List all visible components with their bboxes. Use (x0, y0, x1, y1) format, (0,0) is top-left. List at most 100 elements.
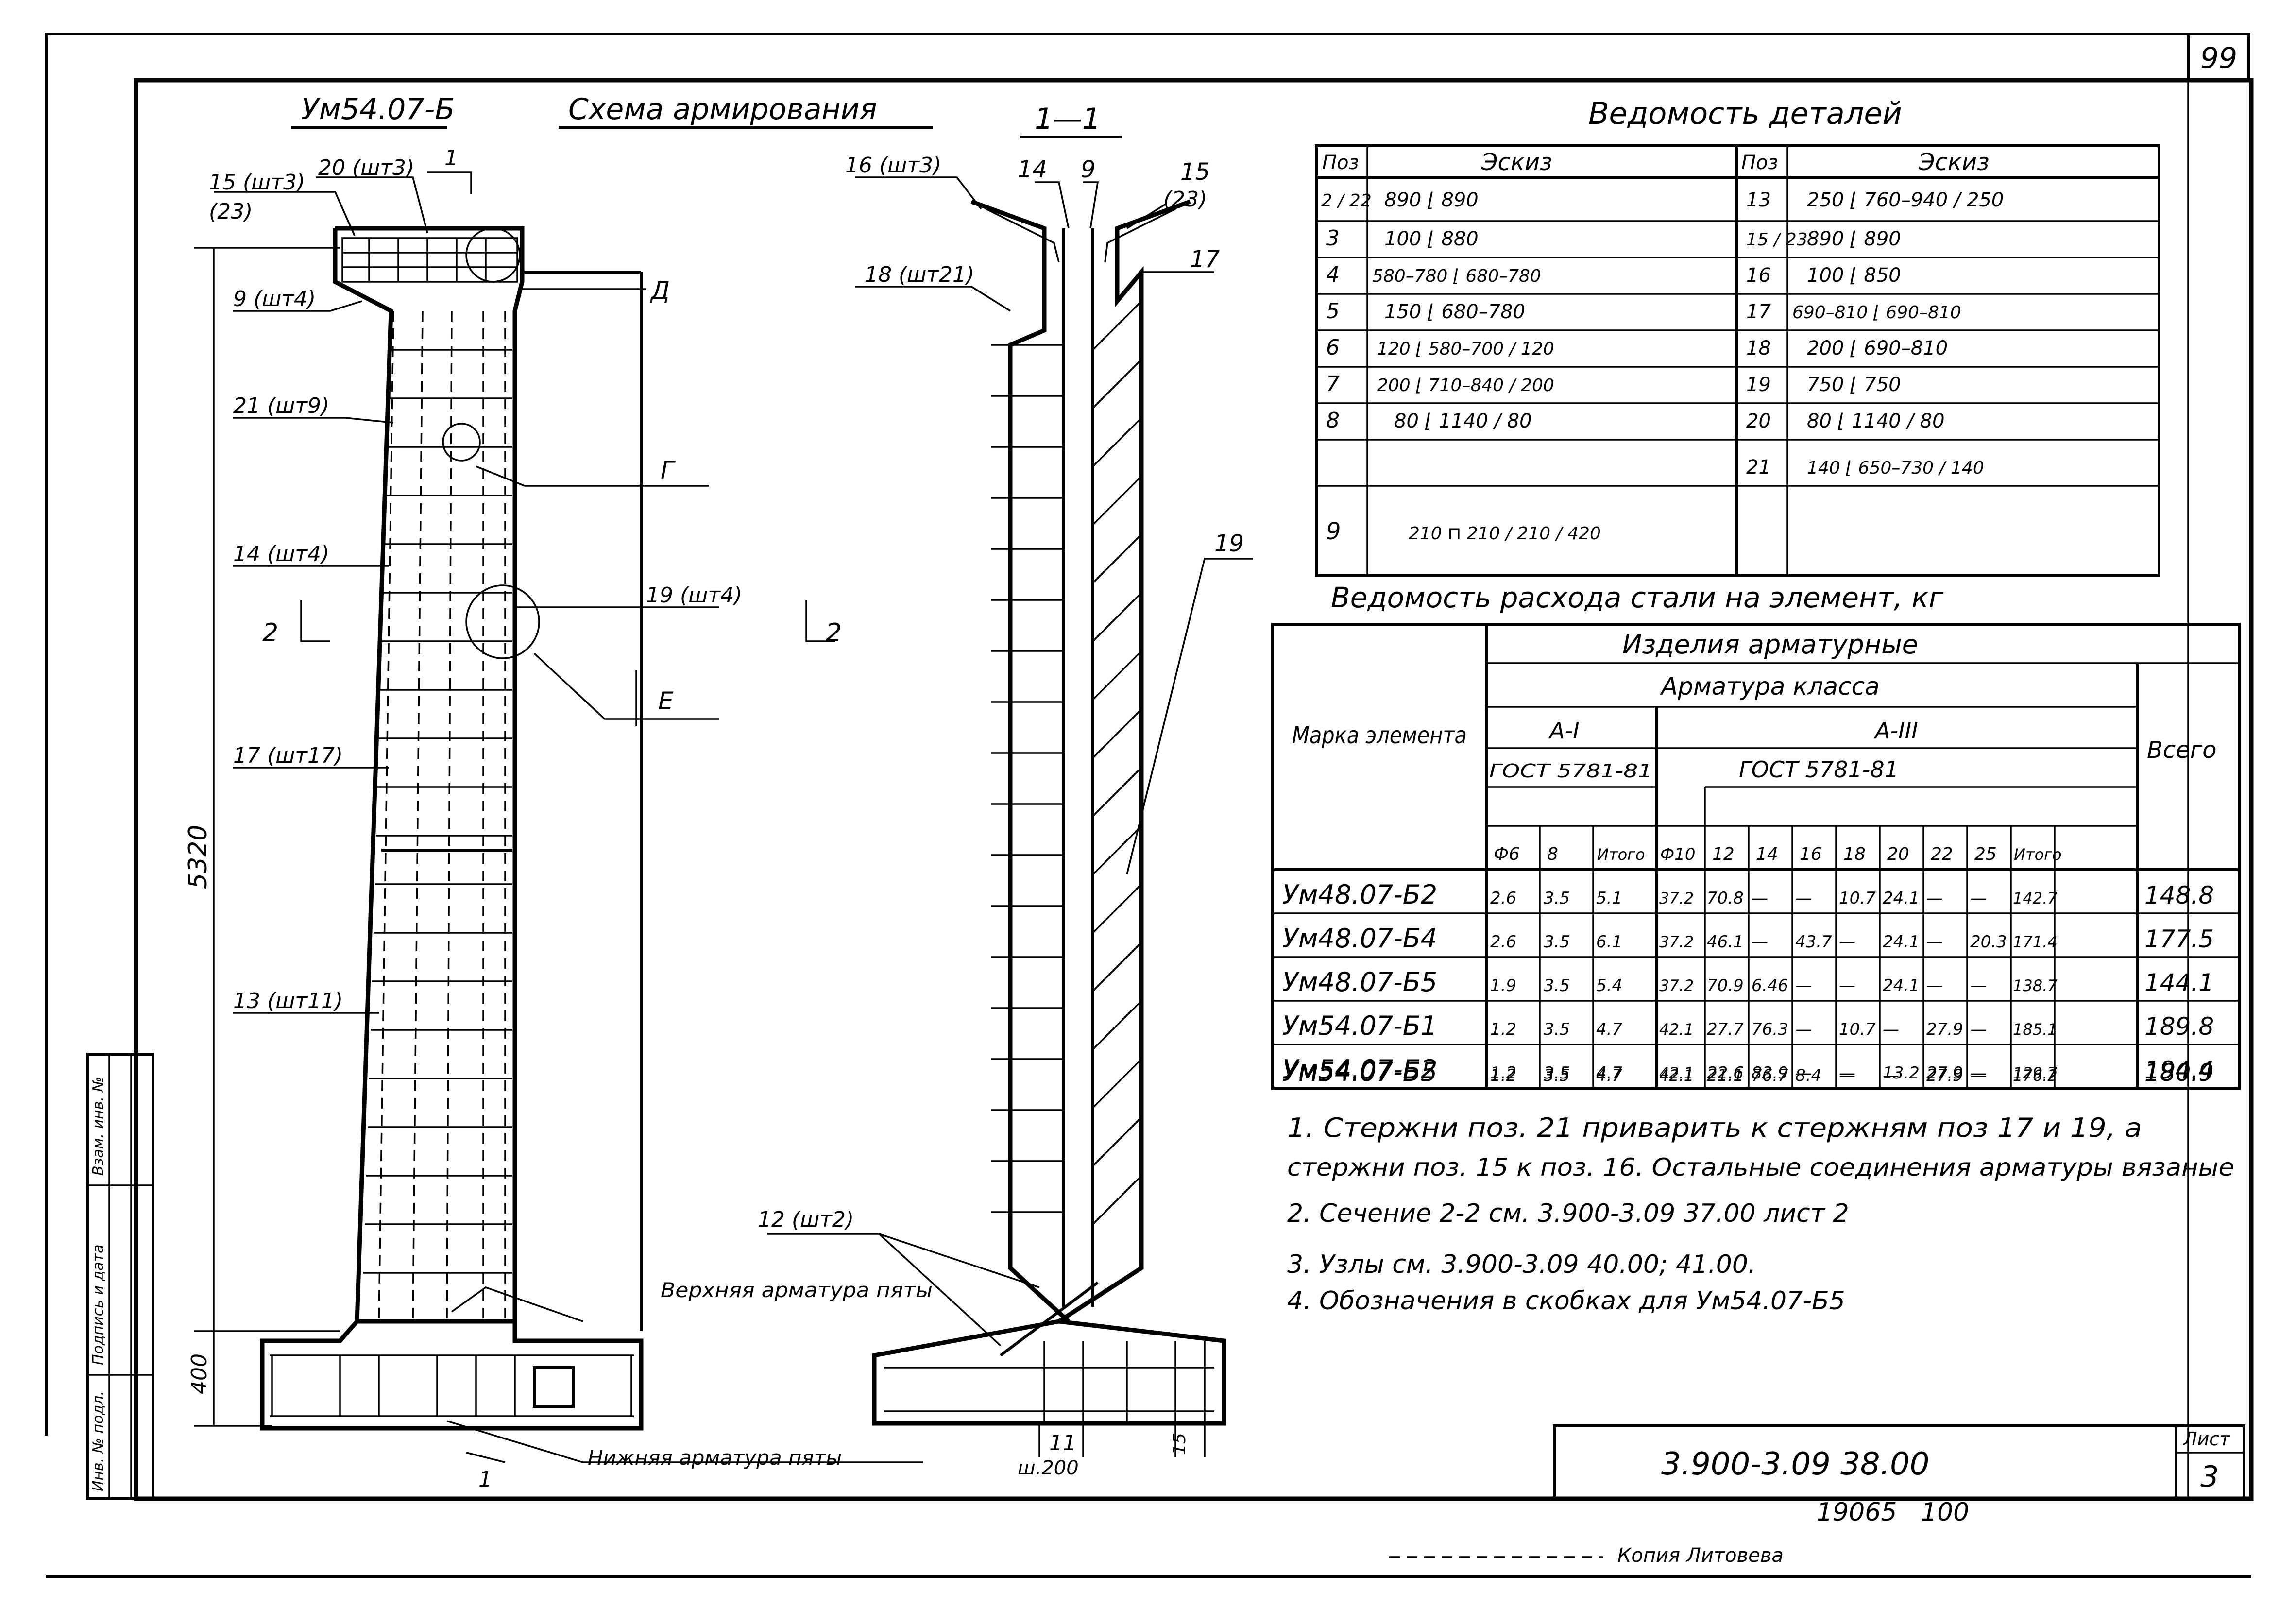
details-row: 8 80 ⌊ 1140 / 80 20 80 ⌊ 1140 / 80 (1326, 408, 1945, 433)
steel-cell: 46.1 (1707, 932, 1744, 952)
details-sketch: 250 ⌊ 760–940 / 250 (1807, 189, 2004, 211)
steel-cell: — (1926, 889, 1943, 908)
steel-row-mark: Ум48.07-Б4 (1282, 923, 1437, 954)
steel-col: 8 (1547, 844, 1558, 864)
steel-cell: 2.6 (1490, 889, 1516, 908)
details-pos: 21 (1746, 456, 1771, 479)
details-row: 6 120 ⌊ 580–700 / 120 18 200 ⌊ 690–810 (1326, 335, 1948, 360)
details-pos: 4 (1326, 262, 1340, 287)
steel-col: 20 (1887, 844, 1909, 864)
steel-cell: 138.7 (2013, 976, 2058, 995)
steel-col: Итого (2014, 845, 2062, 864)
steel-row-mark: Ум48.07-Б2 (1282, 879, 1437, 910)
details-pos: 19 (1746, 374, 1771, 396)
steel-cell: 27.7 (1707, 1020, 1744, 1039)
stamp-inv-label: Инв. № подл. (90, 1391, 107, 1491)
steel-cell: 1.2 (1490, 1066, 1516, 1085)
steel-cell: 1.2 (1490, 1020, 1516, 1039)
details-pos: 17 (1746, 301, 1771, 323)
details-table (1315, 144, 2160, 577)
cut-mark-2-right: 2 (826, 618, 842, 648)
stamp-sign-label: Подпись и дата (90, 1245, 107, 1366)
note-2: 2. Сечение 2-2 см. 3.900-3.09 37.00 лист… (1287, 1199, 1849, 1228)
steel-cell: 37.2 (1659, 976, 1694, 995)
details-pos: 9 (1326, 518, 1341, 545)
steel-cell: 27.9 (1926, 1066, 1963, 1085)
steel-cell: — (1970, 889, 1987, 908)
details-pos: 18 (1746, 337, 1771, 359)
details-row: 3 100 ⌊ 880 15 / 23 890 ⌊ 890 (1326, 226, 1901, 251)
steel-cell: 185.1 (2013, 1020, 2058, 1039)
details-sketch: 200 ⌊ 690–810 (1807, 337, 1948, 359)
details-pos: 15 / 23 (1746, 230, 1808, 250)
steel-cell: 37.2 (1659, 889, 1694, 907)
steel-cell: — (1883, 1020, 1899, 1039)
steel-header-class: Арматура класса (1660, 672, 1880, 701)
details-sketch: 80 ⌊ 1140 / 80 (1807, 410, 1945, 432)
details-pos: 13 (1746, 189, 1771, 211)
steel-cell: 24.1 (1883, 889, 1920, 908)
steel-row-total: 177.5 (2144, 925, 2214, 953)
steel-row-total: 189.8 (2144, 1012, 2214, 1041)
steel-col: 22 (1931, 844, 1953, 864)
steel-cell: 3.5 (1544, 976, 1570, 995)
steel-cell: 37.2 (1659, 933, 1694, 951)
steel-cell: — (1883, 1066, 1899, 1085)
stamp-replace-label: Взам. инв. № (90, 1077, 107, 1176)
steel-cell: 83.9 (1752, 1063, 1788, 1083)
details-pos: 8 (1326, 408, 1340, 433)
details-sketch: 690–810 ⌊ 690–810 (1792, 303, 1961, 323)
label-pos13: 13 (шт11) (233, 989, 343, 1013)
label-pos23: (23) (209, 199, 253, 224)
details-title: Ведомость деталей (1588, 96, 1902, 131)
steel-cell: 42.1 (1659, 1064, 1694, 1082)
steel-cell: 3.5 (1544, 889, 1570, 908)
steel-cell: 76.7 (1752, 1066, 1788, 1085)
steel-cell: 8.4 (1795, 1066, 1821, 1085)
steel-cell: — (1839, 1066, 1855, 1085)
steel-title: Ведомость расхода стали на элемент, кг (1331, 581, 1944, 614)
sheet-number: 99 (2200, 41, 2237, 75)
steel-cell: 3.5 (1544, 1066, 1570, 1085)
steel-cell: — (1795, 1063, 1812, 1083)
details-sketch: 120 ⌊ 580–700 / 120 (1377, 339, 1554, 359)
sec-label-pos16: 16 (шт3) (845, 153, 941, 178)
details-pos: 16 (1746, 264, 1771, 287)
details-sketch: 210 ⊓ 210 / 210 / 420 (1409, 524, 1601, 544)
steel-row-mark: Ум54.07-Б2 (1282, 1054, 1437, 1085)
details-row: 4 580–780 ⌊ 680–780 16 100 ⌊ 850 (1326, 262, 1901, 287)
steel-col: Итого (1597, 845, 1645, 864)
order-number: 19065 100 (1817, 1498, 1969, 1527)
scheme-title: Схема армирования (568, 92, 877, 126)
details-row: 7 200 ⌊ 710–840 / 200 19 750 ⌊ 750 (1326, 372, 1901, 396)
note-1-cont: стержни поз. 15 к поз. 16. Остальные сое… (1287, 1153, 2234, 1181)
details-sketch: 150 ⌊ 680–780 (1384, 301, 1525, 323)
sec-label-pos19: 19 (1214, 530, 1244, 557)
steel-cell: 21.1 (1707, 1066, 1744, 1085)
copy-note: Копия Литовева (1617, 1544, 1784, 1567)
steel-cell: — (1795, 976, 1812, 995)
cut-mark-2-left: 2 (262, 618, 278, 648)
steel-cell: 13.2 (1883, 1063, 1920, 1083)
details-pos: 7 (1326, 372, 1340, 396)
steel-cell: 3.5 (1544, 932, 1570, 952)
details-header-sketch2: Эскиз (1918, 149, 1990, 176)
steel-cell: — (1752, 889, 1768, 908)
details-sketch: 100 ⌊ 850 (1807, 264, 1901, 287)
details-header-sketch1: Эскиз (1481, 149, 1552, 176)
details-header-pos2: Поз (1741, 152, 1778, 174)
steel-row-mark: Ум48.07-Б5 (1282, 967, 1437, 997)
steel-cell: — (1926, 932, 1943, 952)
sheet-no: 3 (2200, 1460, 2219, 1494)
steel-cell: 20.3 (1970, 932, 2007, 952)
details-pos: 2 / 22 (1321, 191, 1372, 211)
details-sketch: 100 ⌊ 880 (1384, 228, 1479, 250)
steel-cell: 5.1 (1596, 889, 1622, 908)
label-pos17: 17 (шт17) (233, 743, 343, 768)
steel-row-total: 148.8 (2144, 881, 2214, 909)
steel-cell: 24.1 (1883, 976, 1920, 995)
sec-label-pos9: 9 (1081, 156, 1096, 183)
steel-cell: 43.7 (1795, 932, 1832, 952)
